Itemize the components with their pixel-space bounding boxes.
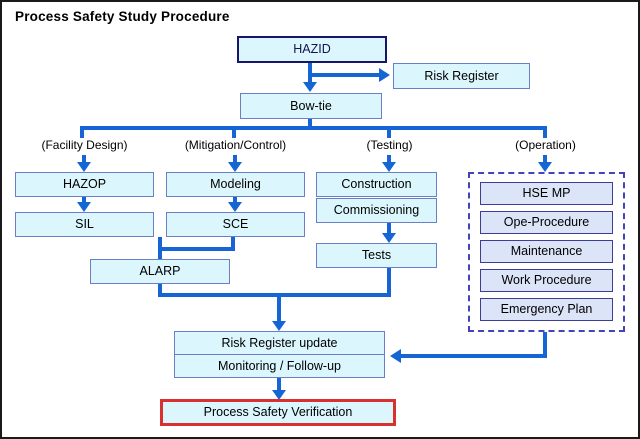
node-ope-procedure: Ope-Procedure [480, 211, 613, 234]
branch-label-facility-design: (Facility Design) [41, 138, 128, 152]
node-hazid: HAZID [237, 36, 387, 63]
node-hazop: HAZOP [15, 172, 154, 197]
node-commissioning: Commissioning [316, 198, 437, 223]
distributor-tick-testing [387, 126, 391, 138]
distributor-line [80, 126, 547, 130]
node-tests: Tests [316, 243, 437, 268]
node-modeling: Modeling [166, 172, 305, 197]
arrowhead-into-construction [382, 162, 396, 172]
connector-sil-sce-alarp [158, 237, 162, 249]
node-process-safety-verification: Process Safety Verification [160, 399, 396, 426]
arrowhead-into-bowtie [303, 82, 317, 92]
connector-operation-branch [543, 155, 547, 163]
connector-into-update [277, 293, 281, 322]
arrowhead-into-sil [77, 202, 91, 212]
connector-operation-left [401, 354, 547, 358]
branch-label-testing: (Testing) [366, 138, 413, 152]
connector-testing-branch [387, 155, 391, 163]
node-risk-register-update: Risk Register update [174, 331, 385, 355]
connector-operation-down [543, 332, 547, 358]
distributor-tick-operation [543, 126, 547, 138]
connector-sce-down [231, 237, 235, 251]
connector-commissioning-tests [387, 223, 391, 234]
node-work-procedure: Work Procedure [480, 269, 613, 292]
distributor-tick-mitigation [232, 126, 236, 138]
node-bow-tie: Bow-tie [240, 93, 382, 119]
connector-hazop-sil [82, 197, 86, 204]
node-emergency-plan: Emergency Plan [480, 298, 613, 321]
node-hse-mp: HSE MP [480, 182, 613, 205]
node-risk-register: Risk Register [393, 63, 530, 89]
arrowhead-into-verification [272, 390, 286, 400]
node-maintenance: Maintenance [480, 240, 613, 263]
connector-bowtie-distributor [308, 119, 312, 127]
branch-label-mitigation-control: (Mitigation/Control) [184, 138, 287, 152]
arrowhead-into-tests [382, 233, 396, 243]
arrowhead-into-riskregister [379, 68, 390, 82]
connector-hazid-riskregister [308, 73, 380, 77]
connector-tests-down [387, 268, 391, 297]
connector-merge-alarp [158, 247, 235, 251]
distributor-tick-facility [80, 126, 84, 138]
node-alarp: ALARP [90, 259, 230, 284]
page-title: Process Safety Study Procedure [15, 9, 230, 24]
operation-group [468, 172, 625, 332]
connector-mitigation-branch [233, 155, 237, 163]
node-sil: SIL [15, 212, 154, 237]
node-construction: Construction [316, 172, 437, 197]
arrowhead-into-monitoring [390, 349, 401, 363]
connector-into-alarp [158, 247, 162, 259]
arrowhead-into-sce [228, 202, 242, 212]
arrowhead-into-hazop [77, 162, 91, 172]
node-sce: SCE [166, 212, 305, 237]
arrowhead-into-operation-group [538, 162, 552, 172]
connector-monitoring-verification [277, 378, 281, 391]
connector-bottom-merge [158, 293, 391, 297]
node-monitoring-follow-up: Monitoring / Follow-up [174, 354, 385, 378]
connector-facility-branch [82, 155, 86, 163]
arrowhead-into-modeling [228, 162, 242, 172]
connector-alarp-down [158, 284, 162, 297]
arrowhead-into-update [272, 321, 286, 331]
connector-modeling-sce [233, 197, 237, 204]
branch-label-operation: (Operation) [515, 138, 576, 152]
